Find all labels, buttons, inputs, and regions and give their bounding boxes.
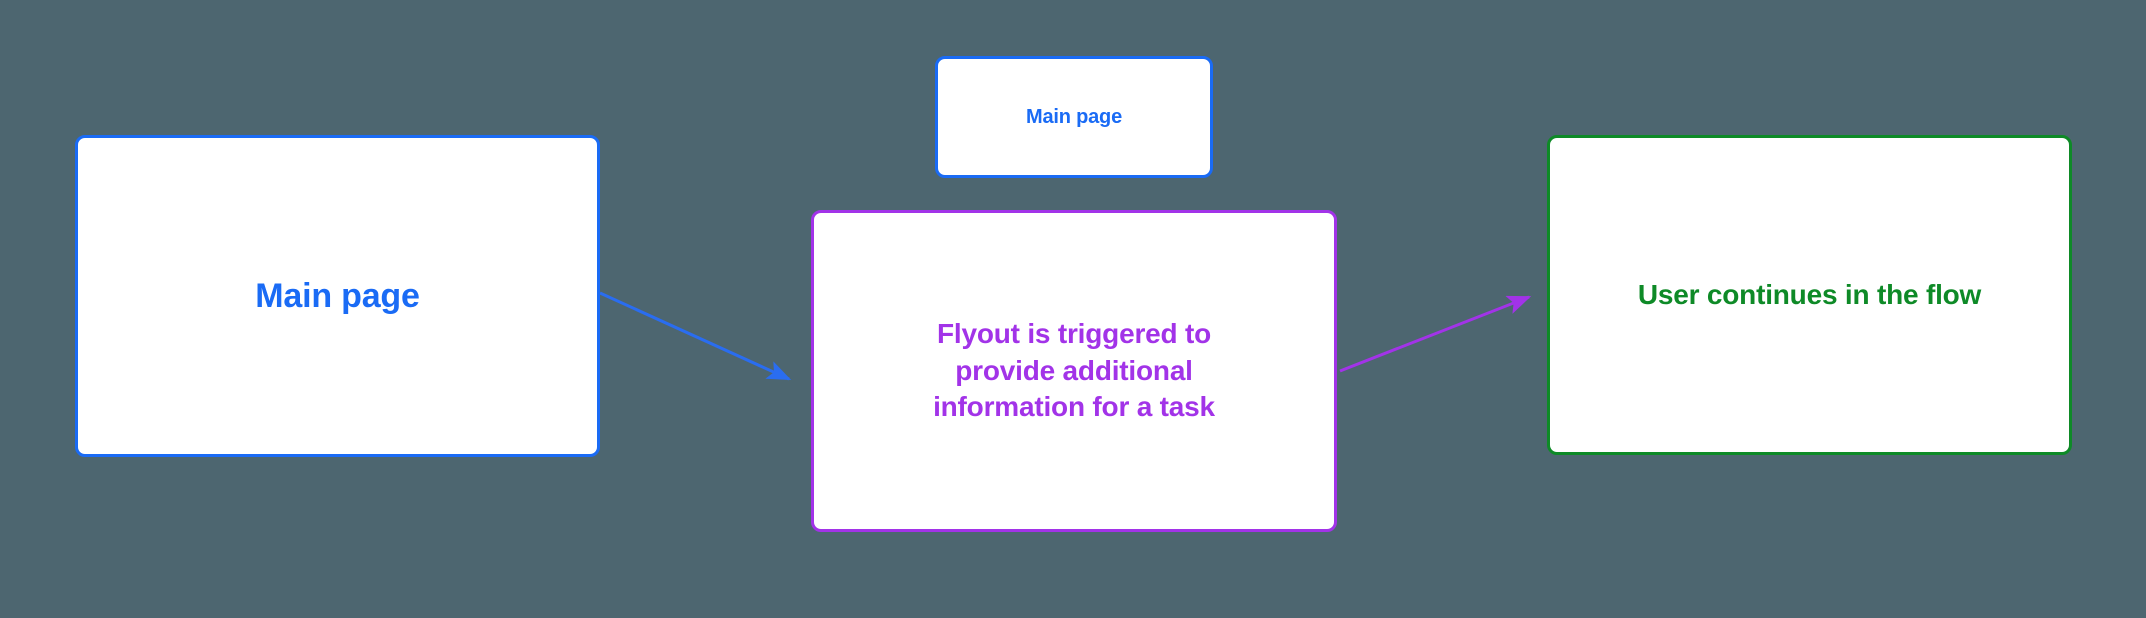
node-main-page-large[interactable]: Main page — [75, 135, 600, 457]
node-flyout[interactable]: Flyout is triggered to provide additiona… — [811, 210, 1337, 532]
node-main-page-small-label: Main page — [1026, 105, 1122, 128]
node-user-continues-label: User continues in the flow — [1637, 278, 1982, 310]
node-main-page-large-label: Main page — [255, 276, 420, 315]
node-main-page-small[interactable]: Main page — [935, 56, 1213, 178]
connector-main-page-to-flyout — [599, 291, 792, 381]
node-flyout-label: Flyout is triggered to provide additiona… — [933, 318, 1215, 423]
connector-flyout-to-user-continues — [1339, 295, 1532, 373]
node-user-continues[interactable]: User continues in the flow — [1547, 135, 2072, 455]
